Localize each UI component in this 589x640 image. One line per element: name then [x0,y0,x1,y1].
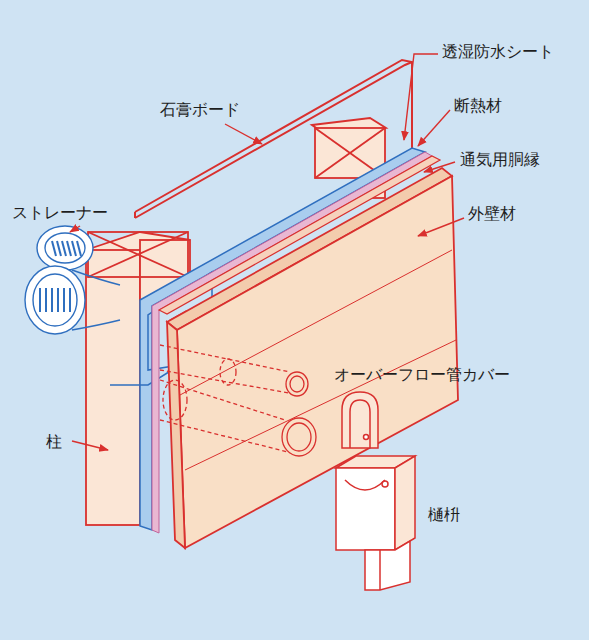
strainer-slot [51,288,53,312]
wall-label: 外壁材 [468,204,516,223]
sheet-label: 透湿防水シート [442,42,554,61]
strainer-slot [39,288,41,312]
strainer-slot [45,288,47,312]
gutter-label: 樋枡 [428,505,460,524]
strainer-slot [72,241,76,256]
column-label: 柱 [46,432,62,451]
strainer-slot [57,288,59,312]
cover-label: オーバーフロー管カバー [334,365,510,384]
overflow-cover [342,392,378,448]
insulation-label: 断熱材 [454,96,502,115]
gutter-box [336,456,415,590]
strainer-slot [69,288,71,312]
strainer-slot [67,241,71,256]
furring-label: 通気用胴縁 [460,150,540,169]
strainer-label: ストレーナー [12,203,108,222]
strainer-slot [57,241,61,256]
pipes [160,345,316,456]
leader-lines [70,54,464,450]
board-label: 石膏ボード [160,100,240,119]
strainer-slot [77,241,81,256]
strainer-slot [52,241,56,256]
strainer [25,226,120,334]
strainer-slot [63,288,65,312]
strainer-slot [62,241,66,256]
